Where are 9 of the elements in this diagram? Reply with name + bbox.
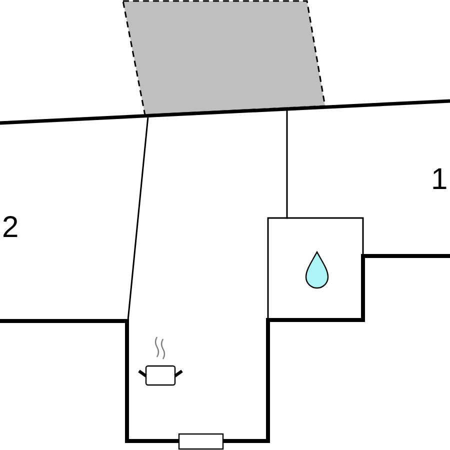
shaded-panel <box>122 0 326 116</box>
pipe-line <box>286 107 288 219</box>
wall-line <box>361 254 450 258</box>
heater-element <box>178 433 224 450</box>
wall-line <box>221 318 270 443</box>
room-number: 1 <box>431 165 448 195</box>
room-number: 2 <box>2 213 19 243</box>
tank-box <box>267 217 365 322</box>
wall-line <box>0 319 181 443</box>
